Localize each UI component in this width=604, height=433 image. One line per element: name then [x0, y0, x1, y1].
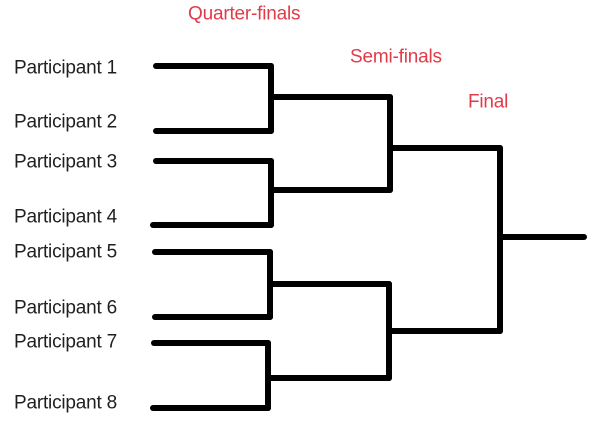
participant-label-1: Participant 1 [14, 57, 118, 79]
participant-label-5: Participant 5 [14, 241, 118, 263]
round-label-semi-finals: Semi-finals [350, 46, 442, 68]
round-label-quarter-finals: Quarter-finals [188, 3, 301, 25]
participant-label-8: Participant 8 [14, 392, 118, 414]
participant-label-4: Participant 4 [14, 206, 118, 228]
participant-label-6: Participant 6 [14, 297, 118, 319]
participant-label-3: Participant 3 [14, 151, 118, 173]
participant-label-7: Participant 7 [14, 331, 118, 353]
round-label-final: Final [468, 91, 509, 113]
participant-label-2: Participant 2 [14, 111, 118, 133]
